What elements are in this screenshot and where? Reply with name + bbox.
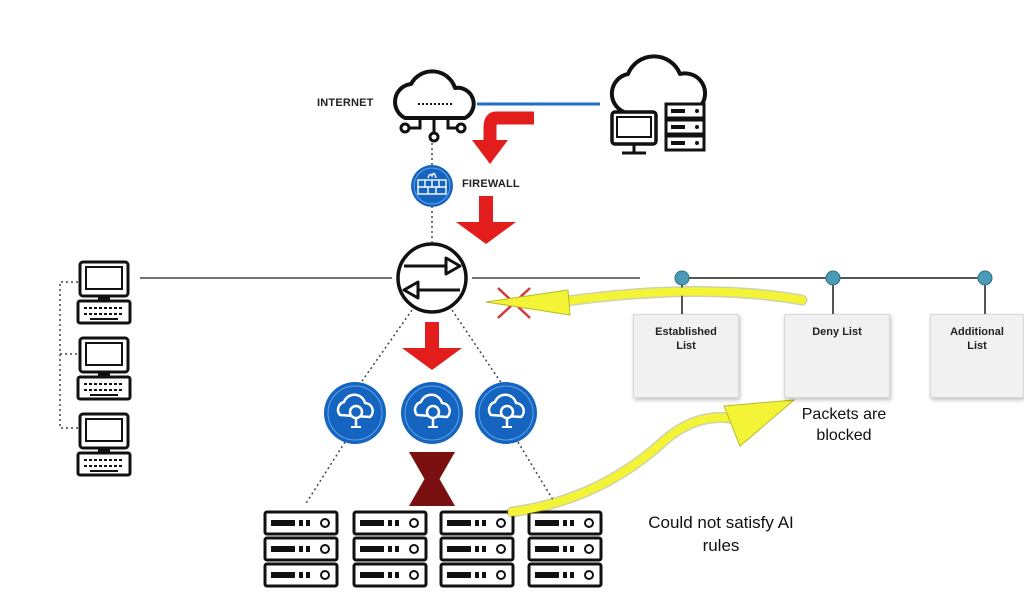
note-line: Could not satisfy AI: [648, 513, 794, 532]
note-line: Packets are: [801, 406, 887, 423]
ai-rules-note: Could not satisfy AI rules: [616, 511, 826, 557]
list-card-established: Established List: [633, 314, 739, 398]
yellow-arrow-deny-to-router: [485, 286, 808, 316]
bus-dot-deny: [825, 270, 841, 286]
list-card-deny: Deny List: [784, 314, 890, 398]
ai-server-link-left: [304, 441, 346, 506]
server-rack-icon: [529, 512, 601, 586]
firewall-icon: [411, 165, 453, 207]
cloud-computer-server-icon: [609, 54, 708, 155]
server-rack-icon: [354, 512, 426, 586]
cloud-search-icon: [473, 380, 539, 446]
list-card-title: List: [676, 340, 696, 352]
list-card-title: Deny List: [812, 326, 862, 338]
list-card-title: List: [967, 340, 987, 352]
list-card-title: Additional: [950, 326, 1004, 338]
server-rack-icon: [441, 512, 513, 586]
internet-label: INTERNET: [317, 97, 374, 109]
desktop-computer-icon: [76, 336, 132, 401]
firewall-label: FIREWALL: [462, 178, 520, 190]
red-arrow-firewall-to-router: [456, 196, 516, 244]
desktop-computer-icon: [76, 260, 132, 325]
bus-dot-additional: [977, 270, 993, 286]
note-line: blocked: [816, 427, 872, 444]
list-card-additional: Additional List: [930, 314, 1024, 398]
router-ai-link-left: [359, 309, 413, 385]
blocked-x-icon: [409, 452, 455, 506]
server-rack-icon: [265, 512, 337, 586]
cloud-search-icon: [322, 380, 388, 446]
cloud-network-icon: [393, 69, 476, 143]
red-arrow-router-to-ai: [402, 322, 462, 370]
ai-server-link-right: [517, 441, 557, 506]
note-line: rules: [702, 536, 740, 555]
desktop-computer-icon: [76, 412, 132, 477]
cloud-search-icon: [399, 380, 465, 446]
router-icon: [396, 242, 468, 314]
bus-dot-established: [674, 270, 690, 286]
router-ai-link-right: [451, 309, 503, 385]
workstation-bracket: [59, 281, 78, 429]
list-card-title: Established: [655, 326, 717, 338]
yellow-arrow-server-to-deny: [506, 399, 796, 518]
red-arrow-internet-to-firewall: [472, 111, 534, 164]
packets-blocked-note: Packets are blocked: [784, 404, 904, 446]
